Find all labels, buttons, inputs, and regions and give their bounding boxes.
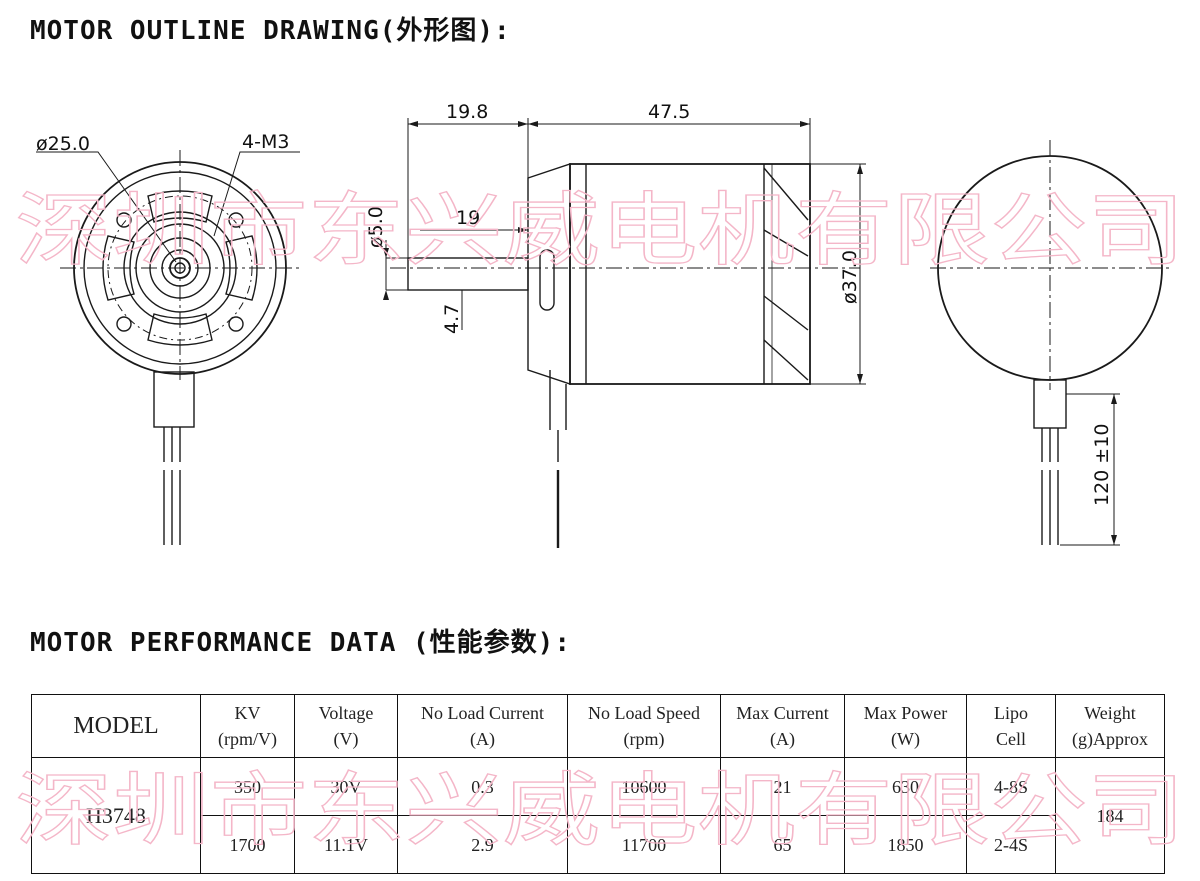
header-weight: Weight(g)Approx: [1055, 694, 1165, 758]
screw-hole-icon: [228, 212, 244, 228]
cell-max-current: 21: [720, 757, 845, 816]
dim-body-length: 47.5: [648, 101, 690, 123]
cell-noload-speed: 11700: [567, 815, 721, 874]
dim-lead-length: 120 ±10: [1091, 424, 1113, 506]
header-model: MODEL: [31, 694, 201, 758]
dim-bolt-circle: ø25.0: [36, 133, 90, 155]
header-max-current: Max Current(A): [720, 694, 845, 758]
front-view: [36, 150, 300, 545]
header-kv: KV(rpm/V): [200, 694, 295, 758]
side-view: [385, 118, 866, 548]
screw-hole-icon: [116, 316, 132, 332]
cell-max-current: 65: [720, 815, 845, 874]
table-row: H3748 350 30V 0.3 10600 21 630 4-8S 184: [31, 757, 1165, 874]
cell-noload-current: 0.3: [397, 757, 568, 816]
performance-heading: MOTOR PERFORMANCE DATA (性能参数):: [30, 628, 571, 658]
header-voltage: Voltage(V): [294, 694, 398, 758]
motor-outline-drawing: ø25.0 4-M3 19.8 47.5 19 ø5.0 4.7 ø37.0 1…: [36, 101, 1170, 548]
cell-weight: 184: [1055, 757, 1165, 874]
dim-shaft-flat: 19: [456, 207, 480, 229]
header-noload-speed: No Load Speed(rpm): [567, 694, 721, 758]
cell-lipo: 4-8S: [966, 757, 1056, 816]
dim-shaft-offset: 4.7: [441, 304, 463, 334]
cell-voltage: 30V: [294, 757, 398, 816]
rear-view: [930, 140, 1170, 546]
screw-hole-icon: [228, 316, 244, 332]
header-max-power: Max Power(W): [844, 694, 967, 758]
table-header-row: MODEL KV(rpm/V) Voltage(V) No Load Curre…: [31, 694, 1165, 758]
header-noload-current: No Load Current(A): [397, 694, 568, 758]
performance-table: MODEL KV(rpm/V) Voltage(V) No Load Curre…: [31, 694, 1165, 874]
cell-lipo: 2-4S: [966, 815, 1056, 874]
cell-model: H3748: [31, 757, 201, 874]
cell-kv: 1700: [200, 815, 295, 874]
cell-noload-current: 2.9: [397, 815, 568, 874]
cell-max-power: 630: [844, 757, 967, 816]
outline-heading: MOTOR OUTLINE DRAWING(外形图):: [30, 16, 511, 46]
cell-noload-speed: 10600: [567, 757, 721, 816]
cell-max-power: 1850: [844, 815, 967, 874]
table-row: 1700 11.1V 2.9 11700 65 1850 2-4S: [32, 815, 1165, 874]
dim-body-diameter: ø37.0: [839, 250, 861, 304]
cell-kv: 350: [200, 757, 295, 816]
dim-shaft-length: 19.8: [446, 101, 488, 123]
dim-screws: 4-M3: [242, 131, 289, 153]
screw-hole-icon: [116, 212, 132, 228]
dim-shaft-diameter: ø5.0: [365, 206, 387, 248]
cell-voltage: 11.1V: [294, 815, 398, 874]
